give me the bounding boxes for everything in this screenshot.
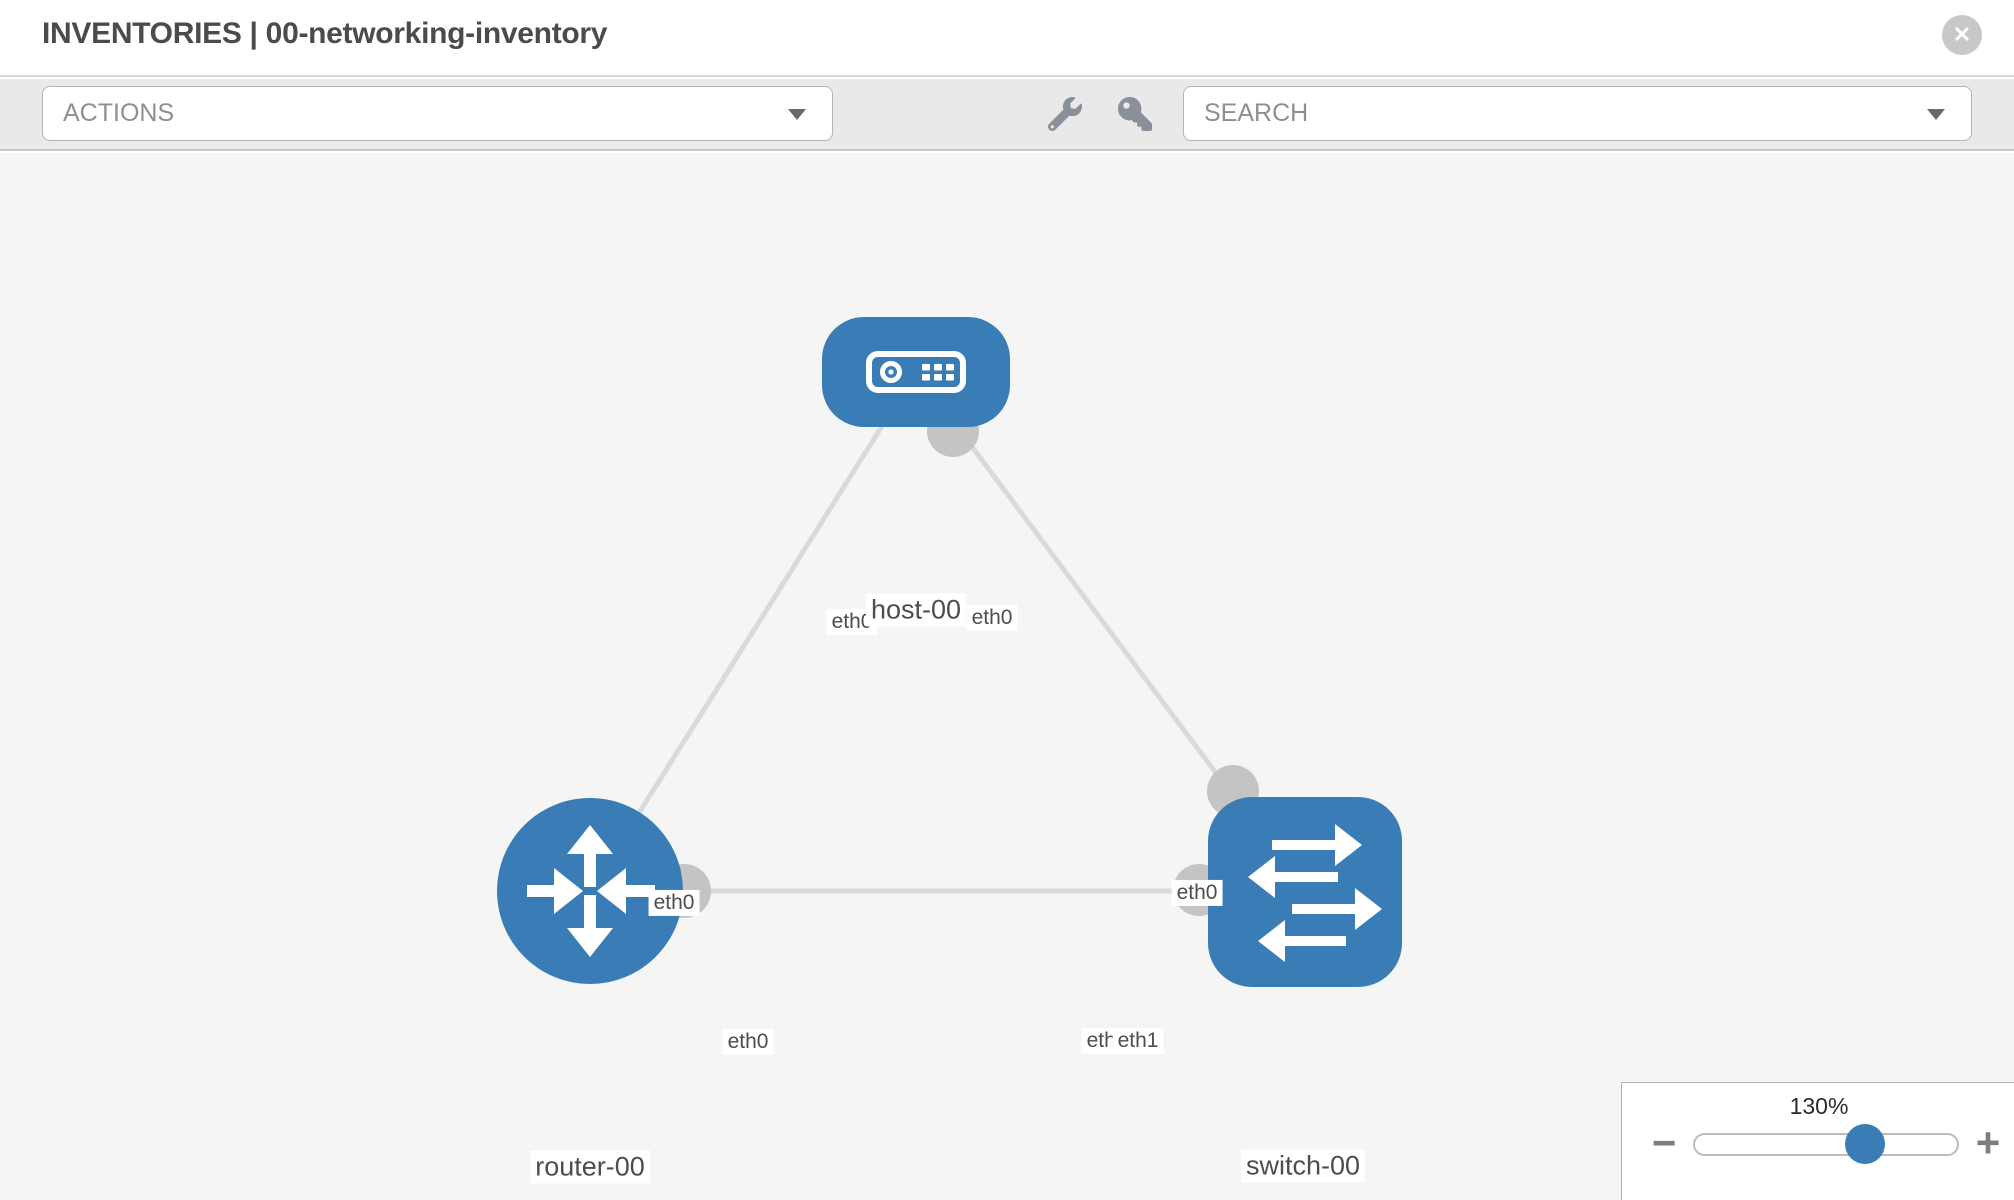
zoom-level-value: 130%	[1789, 1093, 1849, 1119]
iface-label-switch-eth1: eth1	[1112, 1027, 1164, 1055]
zoom-in-button[interactable]: +	[1966, 1119, 2010, 1167]
key-icon	[1118, 97, 1152, 131]
zoom-out-button[interactable]: −	[1642, 1119, 1686, 1167]
wrench-icon	[1048, 97, 1082, 131]
page-header: INVENTORIES | 00-networking-inventory ✕	[0, 0, 2014, 77]
chevron-down-icon	[1927, 109, 1945, 120]
iface-label-router-eth0-up: eth0	[648, 889, 700, 917]
node-switch[interactable]	[1208, 797, 1402, 987]
iface-label-host-eth0-left: eth0	[826, 608, 878, 636]
minus-icon: −	[1651, 1119, 1677, 1166]
close-icon: ✕	[1952, 22, 1972, 47]
close-button[interactable]: ✕	[1942, 15, 1982, 55]
actions-dropdown-label: ACTIONS	[63, 99, 175, 127]
actions-dropdown[interactable]: ACTIONS	[42, 86, 833, 141]
node-router[interactable]	[497, 798, 683, 984]
node-label-router: router-00	[530, 1150, 650, 1184]
host-icon	[866, 351, 966, 393]
credentials-button[interactable]	[1113, 92, 1157, 136]
search-dropdown-label: SEARCH	[1204, 99, 1309, 127]
zoom-slider-handle[interactable]	[1845, 1124, 1885, 1164]
switch-icon	[1248, 824, 1382, 962]
toolbar: ACTIONS SEARCH	[0, 79, 2014, 151]
zoom-panel: 130% − +	[1621, 1082, 2014, 1200]
interface-ports	[657, 405, 1259, 918]
search-dropdown[interactable]: SEARCH	[1183, 86, 1972, 141]
iface-label-host-eth0-right: eth0	[966, 604, 1018, 632]
topology-canvas[interactable]: eth0 host-00 eth0 eth0 eth0 eth0 eth0 et…	[0, 153, 2014, 1200]
node-host[interactable]	[822, 317, 1010, 427]
iface-label-router-eth0: eth0	[722, 1028, 774, 1056]
zoom-slider[interactable]	[1693, 1133, 1959, 1156]
page-title: INVENTORIES | 00-networking-inventory	[42, 17, 608, 50]
node-label-switch: switch-00	[1240, 1149, 1366, 1183]
iface-label-switch-eth0: eth0	[1171, 879, 1223, 907]
adhoc-command-button[interactable]	[1043, 92, 1087, 136]
link-host-router	[587, 370, 919, 893]
router-icon	[527, 825, 655, 957]
chevron-down-icon	[788, 109, 806, 120]
plus-icon: +	[1975, 1119, 2001, 1166]
node-label-host: host-00	[865, 593, 967, 627]
